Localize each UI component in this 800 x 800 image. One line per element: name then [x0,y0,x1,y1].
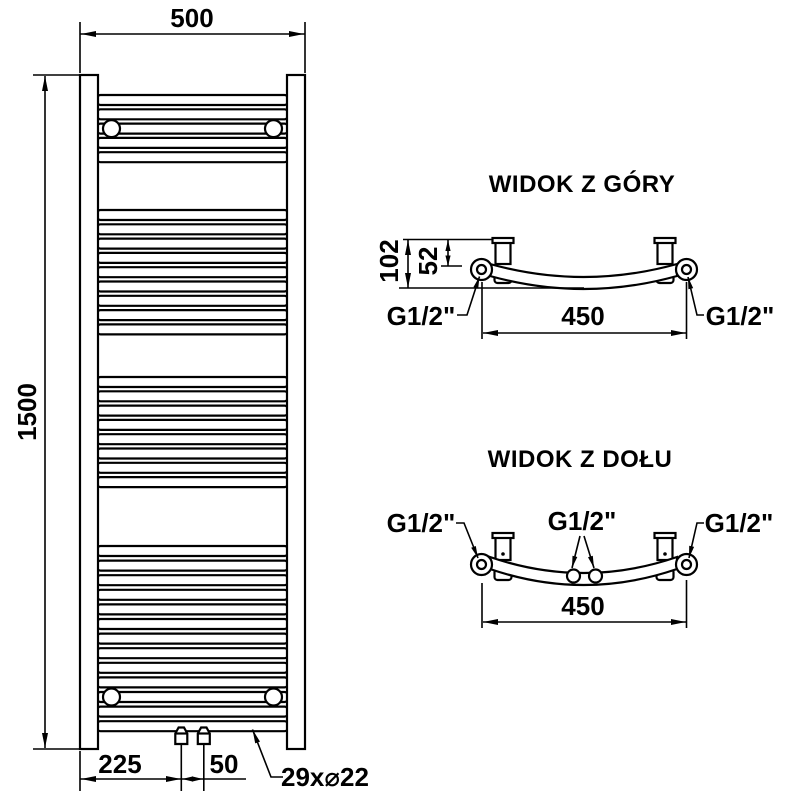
radiator-tube [96,208,289,222]
front-tubes [96,93,289,733]
radiator-tube [96,151,289,164]
dim-height-1500 [33,74,80,750]
radiator-tube [96,122,289,135]
dim-width-label: 500 [170,3,214,33]
dim-span-top [481,282,688,339]
radiator-tube [96,632,289,645]
radiator-tube [96,237,289,250]
top-right-conn-label: G1/2" [705,301,775,331]
radiator-tube [96,93,289,107]
radiator-tube [96,404,289,417]
bottom-conn-leaders [456,522,704,569]
radiator-tube [96,266,289,279]
radiator-tube [96,476,289,489]
radiator-tube [96,390,289,403]
dim-depth [399,239,584,289]
dim-axis-label: 52 [413,246,443,276]
radiator-tube [96,617,289,631]
dim-span-top-label: 450 [561,301,605,331]
bottom-left-conn-label: G1/2" [386,508,456,538]
bottom-view-brackets [491,531,677,582]
radiator-tube [96,418,289,431]
radiator-tube [96,588,289,601]
radiator-tube [96,223,289,236]
radiator-tube [96,309,289,322]
dim-valve-offset-label: 225 [98,749,142,779]
radiator-tube [96,690,289,704]
dim-height-label: 1500 [12,383,42,441]
radiator-tube [96,461,289,474]
top-view-tube [488,262,679,291]
top-view-title: WIDOK Z GÓRY [488,171,676,198]
radiator-tube [96,323,289,336]
dim-width-500 [79,22,306,73]
radiator-tube [96,375,289,389]
top-view-drawing [399,236,704,339]
tube-count-leader [251,729,283,778]
top-conn-leaders [457,276,704,316]
bottom-center-connections [565,568,604,584]
dim-valve-spacing-label: 50 [209,749,239,779]
dim-depth-label: 102 [374,239,404,283]
dim-span-bottom [481,580,688,628]
bottom-view-title: WIDOK Z DOŁU [487,446,673,473]
top-view-collectors [469,257,699,282]
radiator-tube [96,136,289,149]
radiator-tube [96,559,289,572]
bottom-view-drawing [456,522,704,628]
dim-valves [79,751,246,791]
radiator-tube [96,251,289,264]
radiator-tube [96,603,289,616]
bottom-center-conn-label: G1/2" [547,506,617,536]
radiator-tube [96,433,289,446]
bottom-right-conn-label: G1/2" [704,508,774,538]
front-valves [174,726,211,791]
bottom-view-tube [488,555,679,587]
radiator-tube [96,676,289,689]
radiator-tube [96,705,289,718]
front-mounting-circles [101,119,284,707]
radiator-tube [96,661,289,674]
radiator-tube [96,447,289,460]
radiator-tube [96,574,289,587]
radiator-tube [96,108,289,121]
radiator-tube [96,720,289,733]
bottom-view-collectors [469,552,699,577]
front-view-drawing [33,22,307,791]
top-left-conn-label: G1/2" [386,301,456,331]
front-right-rail [285,73,307,751]
radiator-tube [96,544,289,558]
dim-span-bottom-label: 450 [561,591,605,621]
front-left-rail [78,73,100,751]
tube-count-label: 29x⌀22 [281,762,369,792]
radiator-tube [96,294,289,307]
radiator-tube [96,280,289,293]
radiator-tube [96,647,289,660]
